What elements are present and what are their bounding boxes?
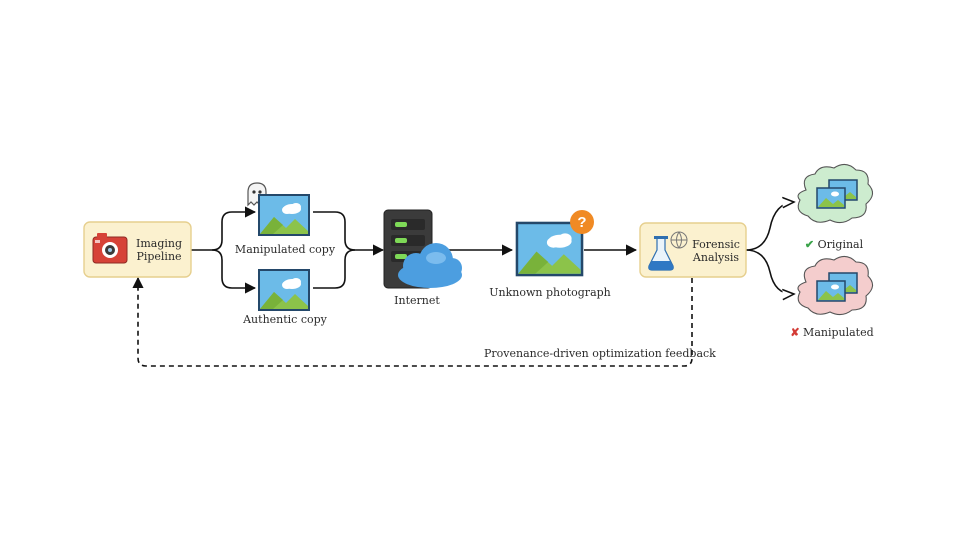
- manipulated-photo-icon: [258, 194, 310, 236]
- forensic-analysis-node: [639, 222, 747, 278]
- flask-icon: [648, 236, 674, 271]
- edge-pipeline-to-authentic: [211, 249, 257, 294]
- edge-authentic-to-internet: [313, 249, 356, 289]
- edge-forensic-to-original: [745, 202, 794, 251]
- feedback-label: Provenance-driven optimization feedback: [484, 347, 716, 360]
- original-text: Original: [817, 238, 864, 251]
- edge-pipeline-to-manipulated: [191, 206, 257, 251]
- internet-label: Internet: [394, 294, 440, 307]
- edge-manipulated-to-internet: [313, 211, 385, 256]
- original-result-cloud: [797, 163, 874, 224]
- edge-forensic-to-manipulated: [745, 249, 794, 294]
- svg-text:?: ?: [577, 214, 586, 231]
- manipulated-result-cloud: [797, 255, 874, 316]
- imaging-pipeline-node: [83, 221, 192, 278]
- question-badge: ?: [570, 210, 594, 234]
- globe-icon: [670, 231, 688, 249]
- cross-icon: ✘: [790, 326, 800, 339]
- cloud-icon: [398, 243, 462, 288]
- connectors: [132, 202, 794, 367]
- manipulated-result-label: ✘ Manipulated: [790, 326, 873, 339]
- authentic-copy-label: Authentic copy: [243, 313, 327, 326]
- unknown-photo-icon: [515, 221, 584, 277]
- check-icon: ✔: [804, 238, 815, 251]
- original-result-label: ✔ Original: [805, 238, 863, 251]
- manipulated-copy-label: Manipulated copy: [234, 243, 336, 256]
- manipulated-text: Manipulated: [803, 326, 874, 339]
- camera-icon: [92, 233, 128, 264]
- forensic-analysis-label: Forensic Analysis: [692, 238, 740, 264]
- authentic-photo-icon: [258, 269, 310, 311]
- unknown-photograph-label: Unknown photograph: [489, 286, 611, 299]
- edge-feedback-loop: [132, 276, 693, 367]
- imaging-pipeline-label: Imaging Pipeline: [135, 237, 183, 263]
